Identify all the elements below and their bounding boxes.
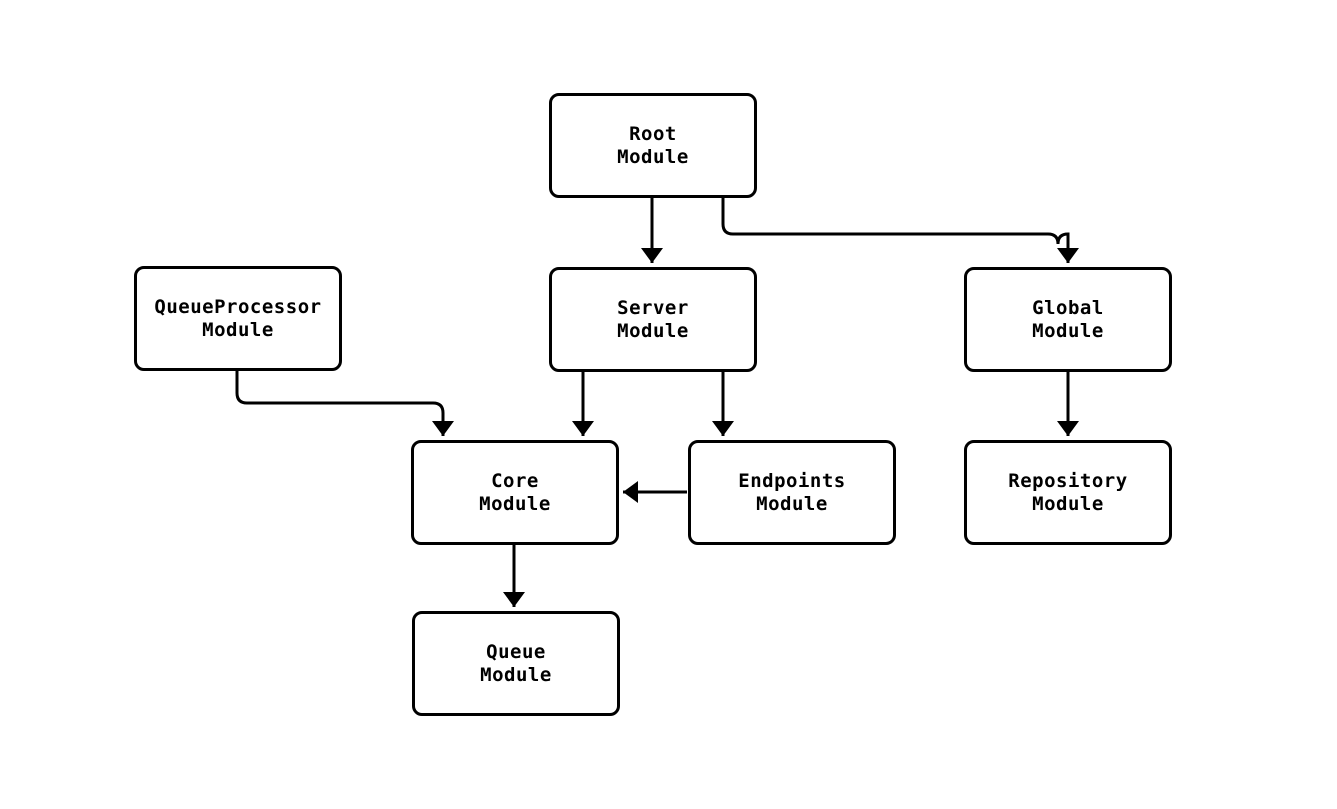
node-label: Queue: [486, 640, 546, 663]
node-queue-module: Queue Module: [412, 611, 620, 716]
node-label: Global: [1032, 296, 1104, 319]
node-label: Module: [479, 492, 551, 515]
node-label: Module: [1032, 319, 1104, 342]
node-label: Module: [756, 492, 828, 515]
node-server-module: Server Module: [549, 267, 757, 372]
node-core-module: Core Module: [411, 440, 619, 545]
edge-root-module-to-global-module: [721, 197, 1079, 263]
node-label: Module: [617, 319, 689, 342]
node-label: Endpoints: [738, 469, 846, 492]
edge-queue-processor-module-to-core-module: [235, 371, 454, 436]
node-label: Server: [617, 296, 689, 319]
node-global-module: Global Module: [964, 267, 1172, 372]
node-label: Module: [202, 318, 274, 341]
node-label: Module: [1032, 492, 1104, 515]
node-label: Core: [491, 469, 539, 492]
node-root-module: Root Module: [549, 93, 757, 198]
node-label: Repository: [1008, 469, 1128, 492]
node-label: Module: [617, 145, 689, 168]
node-label: Root: [629, 122, 677, 145]
node-label: QueueProcessor: [154, 295, 322, 318]
node-label: Module: [480, 663, 552, 686]
node-endpoints-module: Endpoints Module: [688, 440, 896, 545]
node-queue-processor-module: QueueProcessor Module: [134, 266, 342, 371]
node-repository-module: Repository Module: [964, 440, 1172, 545]
